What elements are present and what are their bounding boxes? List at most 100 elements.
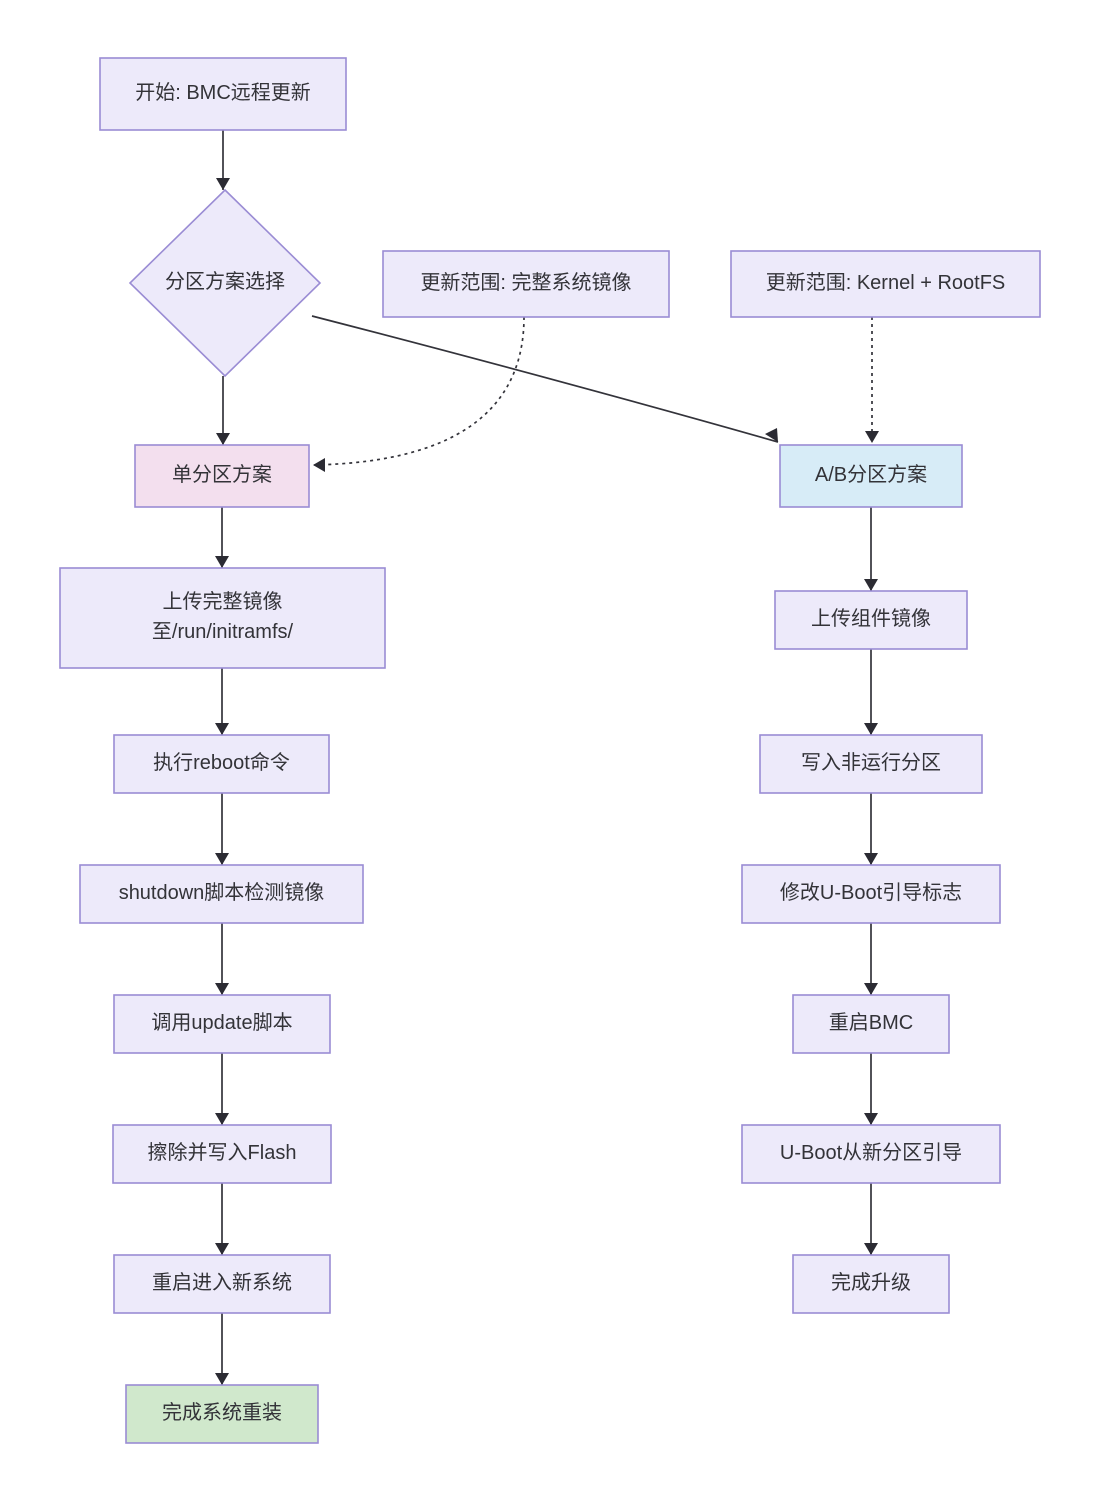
edge-erase_flash-to-reboot_new (215, 1183, 229, 1255)
node-label-line: 写入非运行分区 (801, 751, 941, 774)
node-upload_full[interactable]: 上传完整镜像至/run/initramfs/ (59, 567, 386, 669)
edge-start-to-decision (216, 130, 230, 190)
arrow-head-icon (864, 579, 878, 591)
arrow-head-icon (215, 556, 229, 568)
node-label: 上传组件镜像 (811, 607, 931, 630)
edge-decision-to-single (216, 376, 230, 445)
node-label: 重启BMC (829, 1011, 913, 1034)
node-done_upgrade[interactable]: 完成升级 (792, 1254, 950, 1314)
node-write_part[interactable]: 写入非运行分区 (759, 734, 983, 794)
edge-note_kernel-to-ab (865, 317, 879, 443)
arrow-head-icon (215, 853, 229, 865)
node-label-line: A/B分区方案 (815, 463, 927, 486)
node-diamond-shape (128, 188, 322, 378)
node-uboot_flag[interactable]: 修改U-Boot引导标志 (741, 864, 1001, 924)
node-ab[interactable]: A/B分区方案 (779, 444, 963, 508)
node-label: 擦除并写入Flash (148, 1141, 297, 1164)
node-uboot_boot[interactable]: U-Boot从新分区引导 (741, 1124, 1001, 1184)
node-reboot_cmd[interactable]: 执行reboot命令 (113, 734, 330, 794)
edge-reboot_bmc-to-uboot_boot (864, 1053, 878, 1125)
edge-upload_full-to-reboot_cmd (215, 668, 229, 735)
edge-write_part-to-uboot_flag (864, 793, 878, 865)
node-label: 完成系统重装 (162, 1401, 282, 1424)
node-rect-shape (730, 250, 1041, 318)
node-rect-shape (759, 734, 983, 794)
edge-shutdown-to-call_update (215, 923, 229, 995)
node-decision[interactable]: 分区方案选择 (128, 188, 322, 378)
edge-uboot_flag-to-reboot_bmc (864, 923, 878, 995)
edge-ab-to-upload_comp (864, 507, 878, 591)
node-label-line: 更新范围: 完整系统镜像 (420, 271, 631, 294)
node-label-line: shutdown脚本检测镜像 (119, 881, 325, 904)
node-label-line: 调用update脚本 (151, 1011, 292, 1034)
node-label: 重启进入新系统 (152, 1271, 292, 1294)
edge-decision-to-ab (311, 315, 779, 443)
node-label: 完成升级 (831, 1271, 911, 1294)
node-label-line: 重启进入新系统 (152, 1271, 292, 1294)
node-rect-shape (79, 864, 364, 924)
node-label: A/B分区方案 (815, 463, 927, 486)
node-done_reinstall[interactable]: 完成系统重装 (125, 1384, 319, 1444)
node-label-line: 执行reboot命令 (153, 751, 290, 774)
node-upload_comp[interactable]: 上传组件镜像 (774, 590, 968, 650)
node-rect-shape (741, 1124, 1001, 1184)
node-label-line: 上传组件镜像 (811, 607, 931, 630)
node-rect-shape (774, 590, 968, 650)
edge-reboot_cmd-to-shutdown (215, 793, 229, 865)
node-label: 写入非运行分区 (801, 751, 941, 774)
node-call_update[interactable]: 调用update脚本 (113, 994, 331, 1054)
node-label-line: 至/run/initramfs/ (152, 621, 294, 643)
node-label-line: 单分区方案 (172, 463, 272, 486)
node-start[interactable]: 开始: BMC远程更新 (99, 57, 347, 131)
node-rect-shape (741, 864, 1001, 924)
node-reboot_new[interactable]: 重启进入新系统 (113, 1254, 331, 1314)
edge-path (312, 316, 525, 466)
node-label: 单分区方案 (172, 463, 272, 486)
node-label-line: 擦除并写入Flash (148, 1141, 297, 1164)
arrow-head-icon (765, 428, 778, 442)
node-note_kernel[interactable]: 更新范围: Kernel + RootFS (730, 250, 1041, 318)
node-rect-shape (112, 1124, 332, 1184)
node-rect-shape (113, 1254, 331, 1314)
arrow-head-icon (864, 1243, 878, 1255)
node-rect-shape (113, 734, 330, 794)
node-note_full[interactable]: 更新范围: 完整系统镜像 (382, 250, 670, 318)
node-erase_flash[interactable]: 擦除并写入Flash (112, 1124, 332, 1184)
node-rect-shape (792, 1254, 950, 1314)
node-label-line: 重启BMC (829, 1011, 913, 1034)
node-label-line: 分区方案选择 (165, 270, 285, 293)
edge-uboot_boot-to-done_upgrade (864, 1183, 878, 1255)
node-label: 分区方案选择 (165, 270, 285, 293)
node-label-line: 完成升级 (831, 1271, 911, 1294)
node-label: 修改U-Boot引导标志 (780, 881, 962, 904)
arrow-head-icon (864, 723, 878, 735)
edge-path (311, 315, 779, 443)
node-label-line: U-Boot从新分区引导 (780, 1141, 962, 1164)
node-rect-shape (792, 994, 950, 1054)
arrow-head-icon (215, 983, 229, 995)
arrow-head-icon (215, 1113, 229, 1125)
arrow-head-icon (215, 1373, 229, 1385)
edge-reboot_new-to-done_reinstall (215, 1313, 229, 1385)
node-rect-shape (113, 994, 331, 1054)
node-shutdown[interactable]: shutdown脚本检测镜像 (79, 864, 364, 924)
node-label: shutdown脚本检测镜像 (119, 881, 325, 904)
arrow-head-icon (864, 1113, 878, 1125)
arrow-head-icon (313, 458, 325, 472)
node-single[interactable]: 单分区方案 (134, 444, 310, 508)
edge-note_full-to-single (312, 316, 525, 472)
arrow-head-icon (216, 178, 230, 190)
node-reboot_bmc[interactable]: 重启BMC (792, 994, 950, 1054)
edge-single-to-upload_full (215, 507, 229, 568)
edge-call_update-to-erase_flash (215, 1053, 229, 1125)
node-label: 上传完整镜像至/run/initramfs/ (152, 590, 294, 643)
node-rect-shape (382, 250, 670, 318)
node-rect-shape (125, 1384, 319, 1444)
node-label: 执行reboot命令 (153, 751, 290, 774)
arrow-head-icon (215, 1243, 229, 1255)
node-label-line: 上传完整镜像 (163, 590, 283, 613)
arrow-head-icon (865, 431, 879, 443)
node-label: U-Boot从新分区引导 (780, 1141, 962, 1164)
